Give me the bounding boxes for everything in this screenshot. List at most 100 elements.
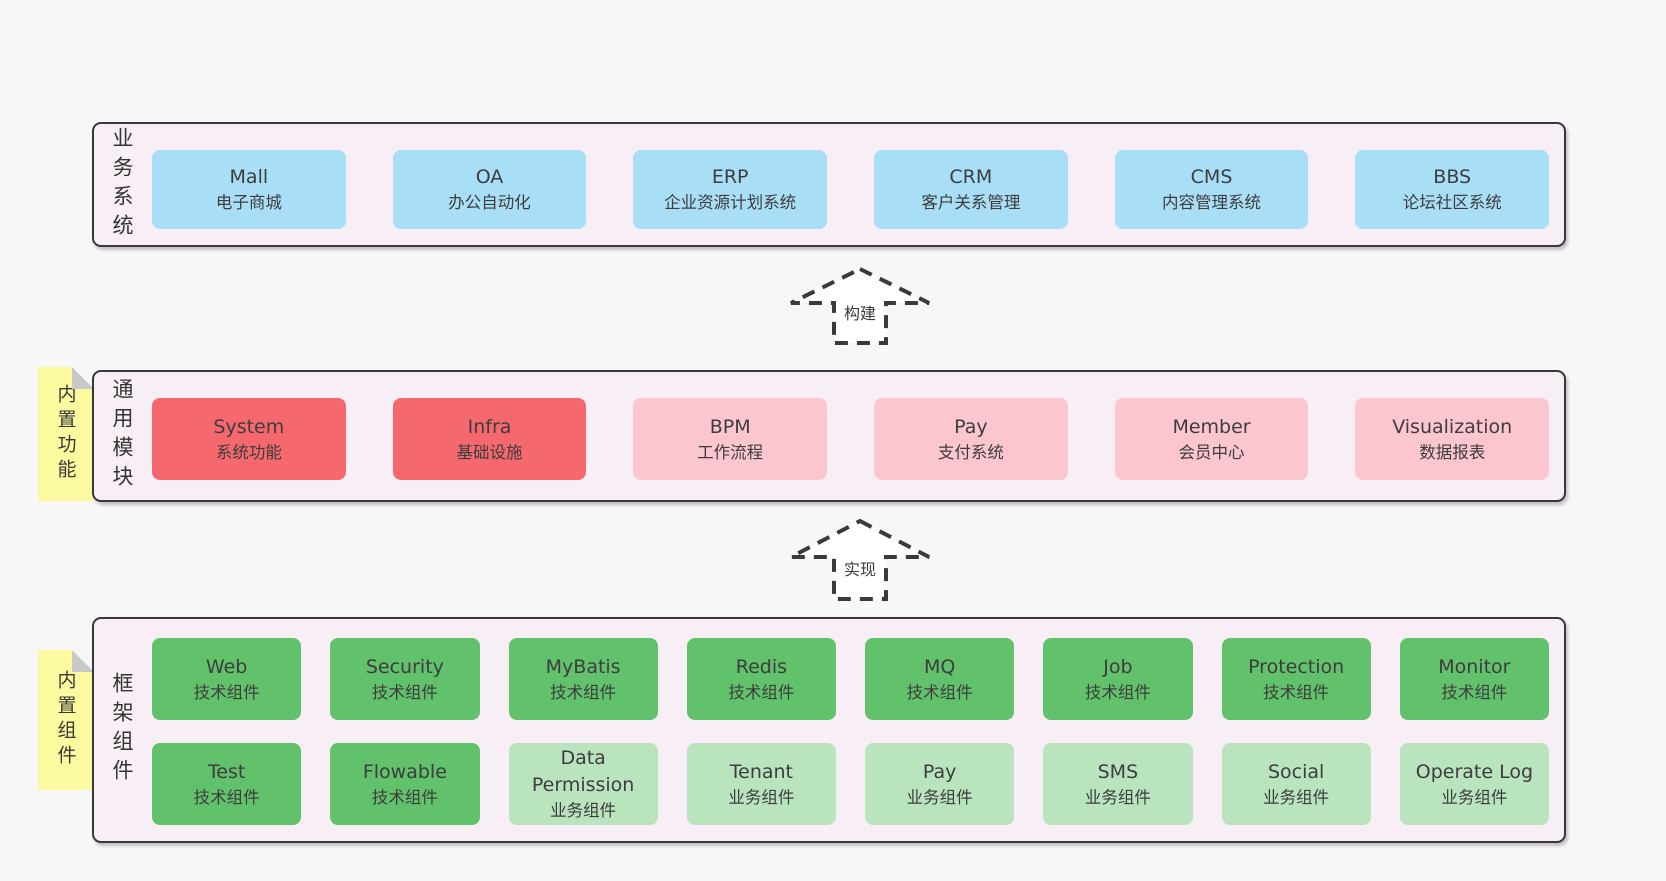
arrow-implement: 实现 [788, 518, 932, 602]
box-pay: Pay 支付系统 [874, 398, 1068, 480]
arrow-label: 实现 [840, 555, 880, 581]
box-title: Monitor [1438, 655, 1511, 678]
box-subtitle: 数据报表 [1419, 442, 1486, 462]
box-mall: Mall 电子商城 [152, 150, 346, 229]
box-security: Security 技术组件 [330, 638, 480, 720]
box-subtitle: 内容管理系统 [1162, 193, 1262, 213]
sticky-note-built-in-components: 内置组件 [38, 650, 94, 790]
box-crm: CRM 客户关系管理 [874, 150, 1068, 229]
box-title: Visualization [1392, 415, 1513, 438]
box-subtitle: 技术组件 [1263, 682, 1330, 702]
box-test: Test 技术组件 [152, 743, 302, 825]
box-title: CRM [949, 166, 993, 189]
box-subtitle: 支付系统 [937, 442, 1004, 462]
panel-framework-components: 框架组件 Web 技术组件 Security 技术组件 MyBatis 技术组件… [92, 617, 1566, 843]
box-subtitle: 技术组件 [371, 682, 438, 702]
box-title: BBS [1433, 166, 1472, 189]
sticky-label: 内置功能 [54, 384, 77, 484]
folded-corner-icon [72, 650, 94, 672]
box-subtitle: 业务组件 [728, 787, 795, 807]
box-infra: Infra 基础设施 [392, 398, 587, 480]
box-data-permission: Data Permission 业务组件 [508, 743, 658, 825]
box-title: Data Permission [531, 747, 635, 797]
box-bpm: BPM 工作流程 [633, 398, 828, 480]
box-title: Tenant [729, 760, 793, 783]
box-operate-log: Operate Log 业务组件 [1399, 743, 1549, 825]
box-subtitle: 电子商城 [215, 193, 282, 213]
panel-side-label: 通用模块 [110, 378, 134, 494]
box-title: OA [475, 166, 504, 189]
panel-side-label: 业务系统 [110, 126, 134, 243]
box-subtitle: 技术组件 [906, 682, 973, 702]
panel-business-systems: 业务系统 Mall 电子商城 OA 办公自动化 ERP 企业资源计划系统 CRM… [92, 122, 1566, 247]
box-subtitle: 业务组件 [1263, 787, 1330, 807]
box-subtitle: 系统功能 [215, 442, 282, 462]
box-subtitle: 技术组件 [728, 682, 795, 702]
box-subtitle: 工作流程 [697, 442, 764, 462]
panel-common-modules: 通用模块 System 系统功能 Infra 基础设施 BPM 工作流程 Pay… [92, 370, 1566, 502]
box-title: Member [1172, 415, 1251, 438]
box-title: Operate Log [1415, 760, 1534, 783]
box-visualization: Visualization 数据报表 [1355, 398, 1550, 480]
box-subtitle: 技术组件 [550, 682, 617, 702]
sticky-note-built-in-features: 内置功能 [38, 367, 94, 501]
box-pay-component: Pay 业务组件 [865, 743, 1015, 825]
box-title: Mall [229, 166, 269, 189]
box-title: System [213, 415, 285, 438]
box-mq: MQ 技术组件 [865, 638, 1015, 720]
box-title: Flowable [362, 760, 447, 783]
box-title: Security [365, 655, 444, 678]
box-title: CMS [1190, 166, 1233, 189]
box-title: BPM [709, 415, 751, 438]
box-subtitle: 业务组件 [906, 787, 973, 807]
framework-boxes-row-1: Web 技术组件 Security 技术组件 MyBatis 技术组件 Redi… [152, 638, 1549, 720]
box-subtitle: 客户关系管理 [921, 193, 1021, 213]
arrow-build: 构建 [788, 266, 932, 346]
box-title: Job [1103, 655, 1133, 678]
box-subtitle: 论坛社区系统 [1402, 193, 1502, 213]
box-title: Test [207, 760, 246, 783]
box-mybatis: MyBatis 技术组件 [508, 638, 658, 720]
box-title: MQ [923, 655, 956, 678]
box-title: Web [205, 655, 248, 678]
box-subtitle: 技术组件 [1084, 682, 1151, 702]
box-subtitle: 企业资源计划系统 [664, 193, 797, 213]
box-title: Pay [954, 415, 988, 438]
box-member: Member 会员中心 [1114, 398, 1309, 480]
box-subtitle: 业务组件 [1084, 787, 1151, 807]
box-erp: ERP 企业资源计划系统 [633, 150, 828, 229]
box-tenant: Tenant 业务组件 [686, 743, 836, 825]
modules-boxes-row: System 系统功能 Infra 基础设施 BPM 工作流程 Pay 支付系统… [152, 398, 1550, 480]
box-title: Protection [1248, 655, 1345, 678]
arrow-label: 构建 [840, 299, 880, 325]
box-subtitle: 技术组件 [193, 787, 260, 807]
box-title: Infra [467, 415, 512, 438]
framework-boxes-row-2: Test 技术组件 Flowable 技术组件 Data Permission … [152, 743, 1549, 825]
box-redis: Redis 技术组件 [686, 638, 836, 720]
box-oa: OA 办公自动化 [392, 150, 587, 229]
box-subtitle: 技术组件 [193, 682, 260, 702]
box-system: System 系统功能 [152, 398, 346, 480]
business-boxes-row: Mall 电子商城 OA 办公自动化 ERP 企业资源计划系统 CRM 客户关系… [152, 150, 1550, 229]
box-flowable: Flowable 技术组件 [330, 743, 480, 825]
panel-side-label: 框架组件 [110, 672, 134, 788]
box-subtitle: 技术组件 [371, 787, 438, 807]
box-subtitle: 技术组件 [1441, 682, 1508, 702]
box-web: Web 技术组件 [152, 638, 302, 720]
box-social: Social 业务组件 [1221, 743, 1371, 825]
box-bbs: BBS 论坛社区系统 [1355, 150, 1550, 229]
box-cms: CMS 内容管理系统 [1114, 150, 1309, 229]
box-title: Redis [735, 655, 788, 678]
box-title: ERP [711, 166, 749, 189]
box-title: MyBatis [545, 655, 621, 678]
box-monitor: Monitor 技术组件 [1399, 638, 1549, 720]
box-title: Pay [922, 760, 957, 783]
folded-corner-icon [72, 367, 94, 389]
sticky-label: 内置组件 [54, 670, 77, 770]
box-subtitle: 业务组件 [550, 801, 617, 821]
box-sms: SMS 业务组件 [1043, 743, 1193, 825]
box-subtitle: 业务组件 [1441, 787, 1508, 807]
box-title: SMS [1097, 760, 1139, 783]
box-protection: Protection 技术组件 [1221, 638, 1371, 720]
box-subtitle: 办公自动化 [448, 193, 531, 213]
